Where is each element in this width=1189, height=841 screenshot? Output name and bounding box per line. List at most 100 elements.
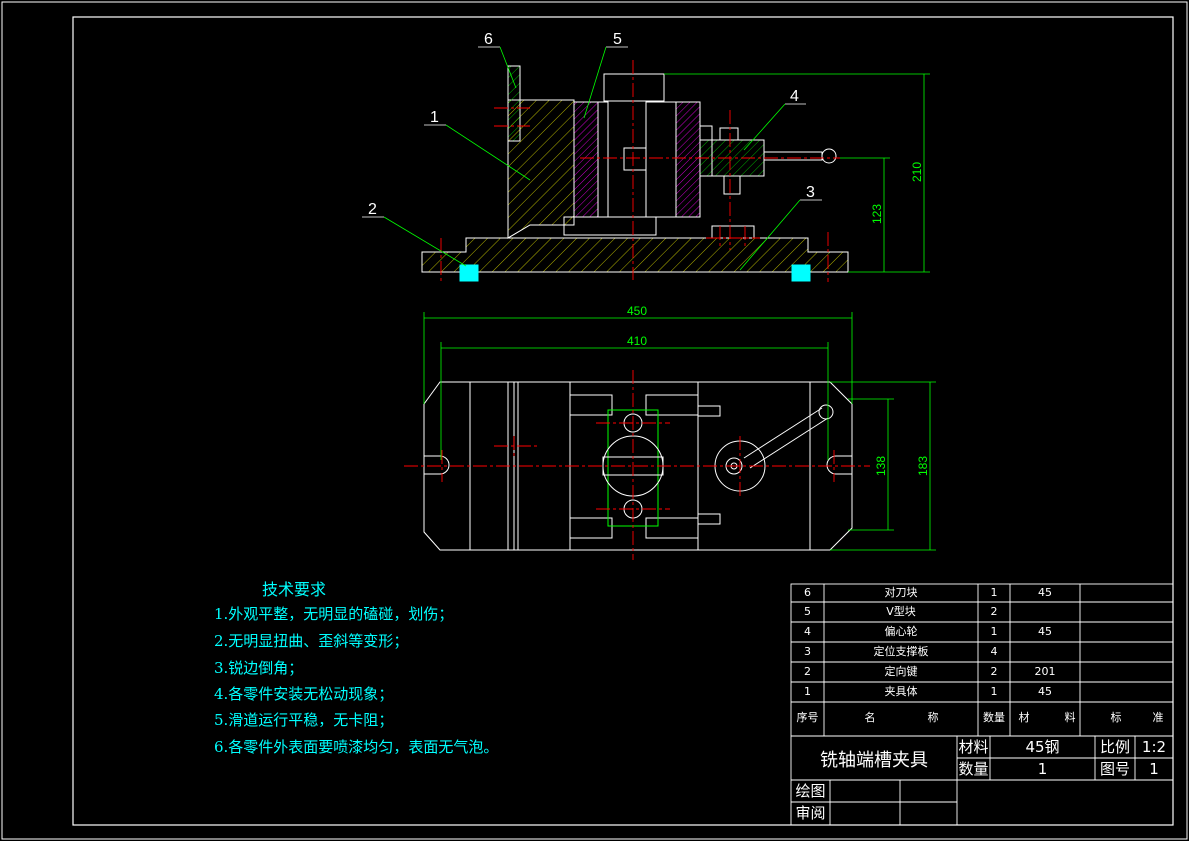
v-block-left: [573, 101, 599, 218]
v-block-right-inner: [645, 101, 677, 218]
top-center-lines: [404, 370, 870, 560]
v-block-left-inner: [597, 101, 609, 218]
bom-name: 夹具体: [884, 685, 918, 698]
clamp-body-base: [421, 237, 849, 273]
support-plate-right: [711, 225, 755, 239]
bom-material: 45: [1038, 685, 1052, 698]
cam-handle-a: [743, 407, 823, 459]
bom-name: V型块: [886, 605, 916, 618]
cam-handle-knob-top: [818, 404, 834, 420]
bom-no: 6: [804, 586, 811, 599]
support-plate: [563, 216, 657, 236]
bom-header-mat-a: 材: [1018, 711, 1030, 724]
bom-no: 4: [804, 625, 811, 638]
bom-no: 2: [804, 665, 811, 678]
dim-138: 138: [874, 456, 888, 476]
bom-qty: 1: [990, 586, 998, 599]
checked-by-label: 审阅: [795, 804, 826, 822]
bom-header-rem-b: 准: [1152, 711, 1164, 724]
slot-left: [424, 455, 450, 475]
bom-qty: 1: [990, 625, 998, 638]
bom-header-rem-a: 标: [1110, 711, 1122, 724]
bom-material: 201: [1034, 665, 1056, 678]
slot-right: [826, 455, 852, 475]
cam-post: [723, 175, 741, 195]
callout-4: 4: [790, 88, 799, 105]
bom-name: 对刀块: [884, 586, 918, 599]
bom-header-mat-b: 料: [1064, 711, 1076, 724]
callout-5: 5: [613, 31, 622, 48]
scale-label: 比例: [1099, 738, 1130, 756]
qty-label: 数量: [958, 760, 989, 778]
workpiece-top: [603, 73, 665, 102]
dim-210: 210: [910, 162, 924, 182]
tech-req-title: 技术要求: [262, 580, 327, 599]
dim-123: 123: [870, 204, 884, 224]
bom-qty: 1: [990, 685, 998, 698]
bom-header-qty: 数量: [983, 711, 1005, 724]
bom-name: 定位支撑板: [873, 645, 929, 658]
bom-header-name-a: 名: [864, 711, 876, 724]
front-view: [421, 65, 849, 282]
bom-qty: 4: [990, 645, 998, 658]
dim-183: 183: [916, 456, 930, 476]
callout-1: 1: [430, 109, 439, 126]
title-block-lines: [790, 583, 1174, 826]
bom-no: 3: [804, 645, 811, 658]
cam-handle-knob: [821, 148, 837, 164]
front-dimensions: [664, 73, 930, 273]
drawing-no-label: 图号: [1099, 760, 1130, 778]
tech-req-item: 6.各零件外表面要喷漆均匀，表面无气泡。: [214, 738, 499, 756]
key-left: [459, 264, 479, 282]
bom-no: 1: [804, 685, 811, 698]
callout-2: 2: [368, 201, 377, 218]
v-block-top-left: [569, 394, 613, 416]
drawing-title: 铣轴端槽夹具: [820, 750, 928, 771]
v-block-bottom-right: [645, 517, 699, 539]
workpiece-neck: [623, 147, 647, 171]
dim-450: 450: [627, 304, 647, 318]
cam-handle-b: [749, 417, 829, 469]
bom-qty: 2: [990, 665, 998, 678]
v-block-bottom-left: [569, 517, 613, 539]
cam-block: [699, 125, 713, 177]
drawing-no-value: 1: [1149, 760, 1159, 778]
scale-value: 1:2: [1141, 738, 1167, 756]
bom-header-name-b: 称: [927, 711, 939, 724]
pin-upper: [697, 405, 721, 417]
top-dimensions: [423, 312, 936, 551]
tech-req-item: 3.锐边倒角；: [214, 659, 304, 677]
material-value: 45钢: [1025, 738, 1060, 756]
callout-3: 3: [806, 184, 815, 201]
bom-material: [1010, 603, 1080, 621]
material-label: 材料: [958, 738, 989, 756]
drawn-by-label: 绘图: [795, 782, 826, 800]
bom-no: 5: [804, 605, 811, 618]
front-center-lines: [440, 60, 840, 282]
key-right: [791, 264, 811, 282]
callout-6: 6: [484, 31, 493, 48]
bom-qty: 2: [990, 605, 998, 618]
workpiece-body: [607, 100, 647, 218]
bom-material: 45: [1038, 586, 1052, 599]
bom-name: 偏心轮: [884, 625, 918, 638]
callout-leaders: [362, 46, 822, 271]
tool-setting-block: [507, 65, 521, 142]
tech-req-item: 2.无明显扭曲、歪斜等变形；: [214, 632, 409, 650]
dim-410: 410: [627, 334, 647, 348]
qty-value: 1: [1037, 760, 1048, 778]
bom-material: [1010, 643, 1080, 661]
cam-handle: [763, 151, 823, 161]
pin-lower: [697, 513, 721, 525]
bom-material: 45: [1038, 625, 1052, 638]
v-block-top-right: [645, 394, 699, 416]
bom-name: 定向键: [884, 665, 918, 678]
tech-req-item: 1.外观平整，无明显的磕碰，划伤；: [214, 605, 454, 623]
cam-nut: [719, 127, 739, 141]
tech-req-item: 5.滑道运行平稳，无卡阻；: [214, 711, 394, 729]
v-block-right: [675, 101, 701, 218]
tech-req-item: 4.各零件安装无松动现象；: [214, 685, 394, 703]
drawing-frame: [72, 16, 1174, 826]
